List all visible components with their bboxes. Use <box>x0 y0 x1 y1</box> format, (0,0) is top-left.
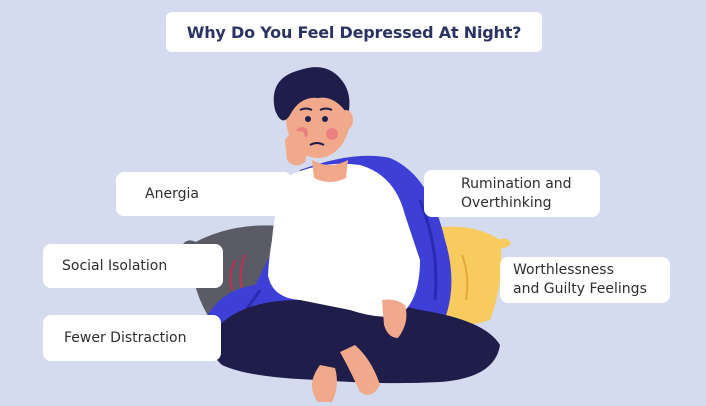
pants <box>211 298 500 384</box>
label-social-isolation: Social Isolation <box>43 244 223 288</box>
label-worthlessness-text: Worthlessness and Guilty Feelings <box>513 261 647 299</box>
right-foot <box>340 345 380 395</box>
label-anergia-text: Anergia <box>145 185 199 202</box>
label-rumination-line2: Overthinking <box>461 194 552 211</box>
label-fewer-distraction-text: Fewer Distraction <box>64 329 187 346</box>
label-rumination-line1: Rumination and <box>461 175 572 192</box>
label-worthlessness-line2: and Guilty Feelings <box>513 281 647 297</box>
label-rumination: Rumination and Overthinking <box>424 170 600 217</box>
label-anergia: Anergia <box>116 172 292 216</box>
label-fewer-distraction: Fewer Distraction <box>43 315 221 361</box>
sad-person-illustration <box>183 67 511 402</box>
page-title: Why Do You Feel Depressed At Night? <box>186 22 522 42</box>
right-hand <box>382 299 407 338</box>
label-social-isolation-text: Social Isolation <box>62 257 168 274</box>
left-foot <box>311 365 337 402</box>
hand-on-cheek <box>285 131 308 166</box>
title-banner: Why Do You Feel Depressed At Night? <box>166 12 542 52</box>
hair <box>273 67 350 121</box>
label-worthlessness: Worthlessness and Guilty Feelings <box>500 257 670 303</box>
label-rumination-text: Rumination and Overthinking <box>461 175 572 213</box>
label-worthlessness-line1: Worthlessness <box>513 262 614 278</box>
